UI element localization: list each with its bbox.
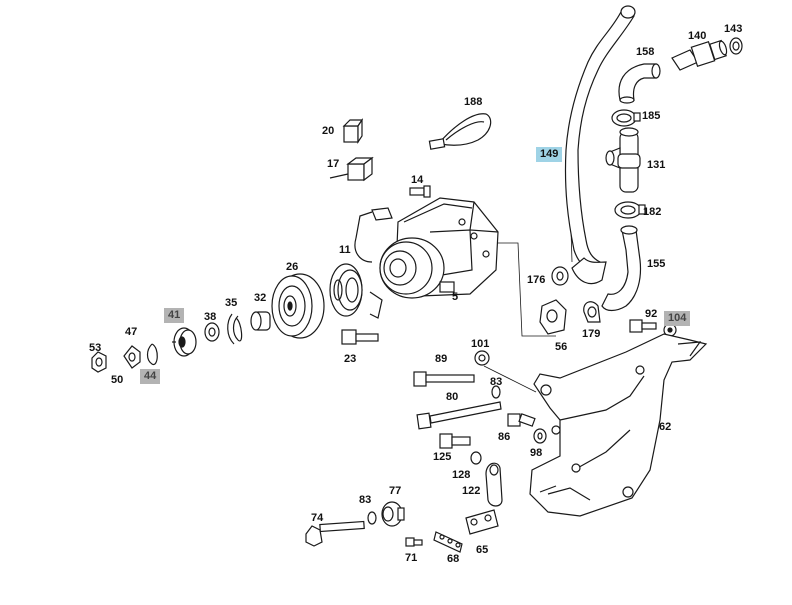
part-label-140[interactable]: 140	[688, 30, 707, 42]
part-label-44[interactable]: 44	[140, 369, 161, 384]
part-label-80[interactable]: 80	[446, 391, 459, 403]
bolt-23-drawing[interactable]	[341, 329, 379, 345]
part-label-179[interactable]: 179	[582, 328, 601, 340]
part-label-125[interactable]: 125	[433, 451, 452, 463]
part-label-68[interactable]: 68	[447, 553, 460, 565]
hub-41-drawing[interactable]	[172, 327, 197, 357]
part-label-53[interactable]: 53	[89, 342, 102, 354]
strip-68-drawing[interactable]	[433, 531, 463, 553]
part-label-83a[interactable]: 83	[490, 376, 503, 388]
part-label-131[interactable]: 131	[647, 159, 666, 171]
elbow-158-drawing[interactable]	[618, 63, 661, 104]
washer-98-drawing[interactable]	[533, 428, 547, 444]
grommet-176-drawing[interactable]	[551, 266, 569, 286]
part-label-92[interactable]: 92	[645, 308, 658, 320]
clamp-182-drawing[interactable]	[614, 201, 646, 219]
clip-122-drawing[interactable]	[485, 462, 503, 507]
bolt-80-drawing[interactable]	[416, 401, 502, 430]
washer-38-drawing[interactable]	[204, 322, 220, 342]
hose-149-drawing[interactable]	[564, 5, 636, 285]
part-label-143[interactable]: 143	[724, 23, 743, 35]
washer-101-drawing[interactable]	[474, 350, 490, 366]
shim-50-drawing[interactable]	[123, 345, 141, 369]
part-label-83b[interactable]: 83	[359, 494, 372, 506]
part-label-101[interactable]: 101	[471, 338, 490, 350]
part-label-5[interactable]: 5	[452, 291, 459, 303]
hose-155-drawing[interactable]	[601, 225, 642, 312]
bolt-74-drawing[interactable]	[305, 520, 365, 547]
part-label-35[interactable]: 35	[225, 297, 238, 309]
cable-tie-188-drawing[interactable]	[428, 113, 492, 150]
part-label-77[interactable]: 77	[389, 485, 402, 497]
part-label-56[interactable]: 56	[555, 341, 568, 353]
part-label-62[interactable]: 62	[659, 421, 672, 433]
connector-20-drawing[interactable]	[342, 118, 364, 144]
plate-65-drawing[interactable]	[465, 509, 499, 535]
part-label-182[interactable]: 182	[643, 206, 662, 218]
bolt-89-drawing[interactable]	[413, 371, 475, 387]
clamp-185-drawing[interactable]	[611, 109, 641, 127]
screw-14-drawing[interactable]	[409, 185, 431, 198]
part-label-86[interactable]: 86	[498, 431, 511, 443]
pulley-26-drawing[interactable]	[271, 273, 325, 339]
clip-179-drawing[interactable]	[583, 301, 601, 323]
part-label-71[interactable]: 71	[405, 552, 418, 564]
washer-83a-drawing[interactable]	[491, 385, 501, 399]
part-label-155[interactable]: 155	[647, 258, 666, 270]
ring-11-drawing[interactable]	[329, 263, 363, 317]
part-label-17[interactable]: 17	[327, 158, 340, 170]
part-label-65[interactable]: 65	[476, 544, 489, 556]
circlip-35-drawing[interactable]	[227, 313, 243, 345]
part-label-128[interactable]: 128	[452, 469, 471, 481]
ring-128-drawing[interactable]	[470, 451, 482, 465]
nut-53-drawing[interactable]	[91, 351, 107, 373]
ring-143-drawing[interactable]	[729, 37, 743, 55]
part-label-104[interactable]: 104	[664, 311, 691, 326]
part-label-149[interactable]: 149	[536, 147, 563, 162]
collar-77-drawing[interactable]	[381, 501, 405, 527]
part-label-188[interactable]: 188	[464, 96, 483, 108]
part-label-20[interactable]: 20	[322, 125, 335, 137]
part-label-185[interactable]: 185	[642, 110, 661, 122]
circlip-47-drawing[interactable]	[146, 343, 158, 366]
part-label-11[interactable]: 11	[339, 244, 351, 256]
part-label-23[interactable]: 23	[344, 353, 357, 365]
part-label-47[interactable]: 47	[125, 326, 138, 338]
screw-125-drawing[interactable]	[439, 433, 471, 449]
compressor-5-drawing[interactable]	[354, 197, 499, 319]
connector-17-drawing[interactable]	[329, 156, 374, 182]
part-label-89[interactable]: 89	[435, 353, 448, 365]
part-label-122[interactable]: 122	[462, 485, 481, 497]
part-label-26[interactable]: 26	[286, 261, 299, 273]
part-label-14[interactable]: 14	[411, 174, 424, 186]
part-label-176[interactable]: 176	[527, 274, 546, 286]
bracket-56-drawing[interactable]	[539, 299, 567, 335]
bolt-92-drawing[interactable]	[629, 319, 657, 333]
part-label-32[interactable]: 32	[254, 292, 267, 304]
bushing-32-drawing[interactable]	[250, 311, 271, 331]
part-label-41[interactable]: 41	[164, 308, 185, 323]
sensor-140-drawing[interactable]	[671, 39, 728, 71]
bracket-62-drawing[interactable]	[529, 333, 708, 517]
part-label-98[interactable]: 98	[530, 447, 543, 459]
part-label-158[interactable]: 158	[636, 46, 655, 58]
screw-71-drawing[interactable]	[405, 537, 423, 547]
washer-83b-drawing[interactable]	[367, 511, 377, 525]
bolt-86-drawing[interactable]	[507, 413, 536, 427]
part-label-50[interactable]: 50	[111, 374, 124, 386]
part-label-38[interactable]: 38	[204, 311, 217, 323]
valve-131-drawing[interactable]	[605, 127, 641, 193]
part-label-74[interactable]: 74	[311, 512, 324, 524]
